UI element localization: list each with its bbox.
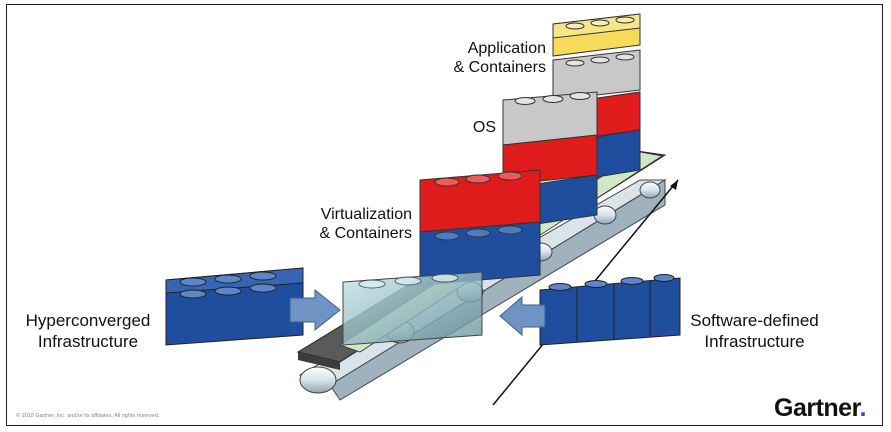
virtualization-brick	[419, 169, 541, 233]
label-os: OS	[472, 119, 496, 136]
hyperconverged-glass-brick	[342, 271, 483, 346]
right-arrow-icon	[499, 295, 546, 337]
gartner-logo: Gartner.	[774, 394, 866, 423]
copyright-text: © 2018 Gartner, Inc. and/or its affiliat…	[16, 413, 160, 419]
virtualization-blue-brick	[419, 221, 541, 286]
container-brick-top	[552, 49, 641, 101]
software-defined-bricks	[539, 274, 681, 346]
left-arrow-icon	[289, 288, 341, 332]
brand-dot: .	[859, 394, 866, 422]
os-layer-brick	[502, 91, 598, 146]
label-application-containers: Application & Containers	[453, 40, 547, 76]
brand-text: Gartner	[774, 394, 860, 422]
label-hyperconverged-infrastructure: Hyperconverged Infrastructure	[25, 311, 151, 351]
label-virtualization-containers: Virtualization & Containers	[319, 206, 413, 242]
hyperconverged-brick	[165, 267, 304, 346]
application-brick	[552, 13, 641, 57]
label-software-defined-infrastructure: Software-defined Infrastructure	[690, 311, 819, 351]
